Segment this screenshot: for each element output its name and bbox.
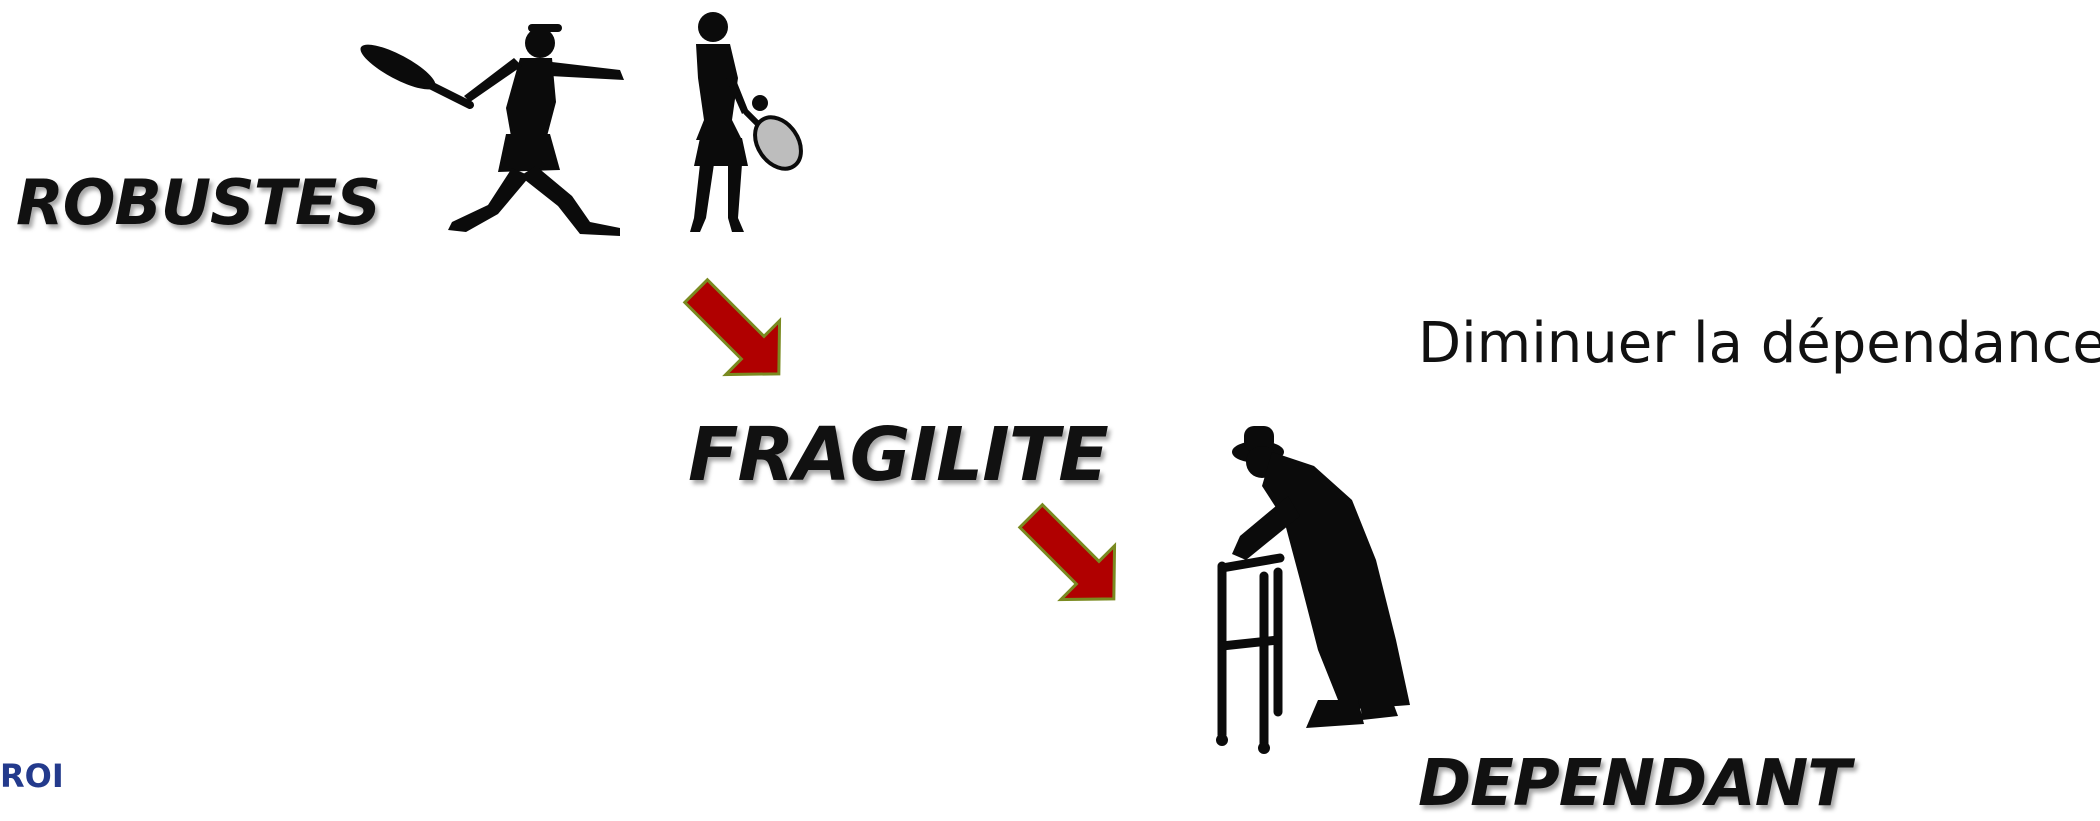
arrow-down-right-icon	[669, 264, 805, 400]
elderly-person-walker-icon	[1216, 426, 1410, 754]
stage-label-dependant: DEPENDANT	[1418, 752, 1850, 816]
tennis-player-standing-icon	[690, 12, 810, 232]
stage-label-robustes: ROBUSTES	[16, 172, 380, 234]
walker-frame	[1222, 558, 1280, 744]
logo-text-fragment: ROI	[0, 760, 64, 792]
tennis-player-forehand-icon	[355, 24, 624, 236]
stage-label-fragilite: FRAGILITE	[688, 418, 1108, 492]
arrow-down-right-icon	[1004, 489, 1140, 625]
caption-reduce-dependency: Diminuer la dépendance	[1418, 316, 2100, 372]
